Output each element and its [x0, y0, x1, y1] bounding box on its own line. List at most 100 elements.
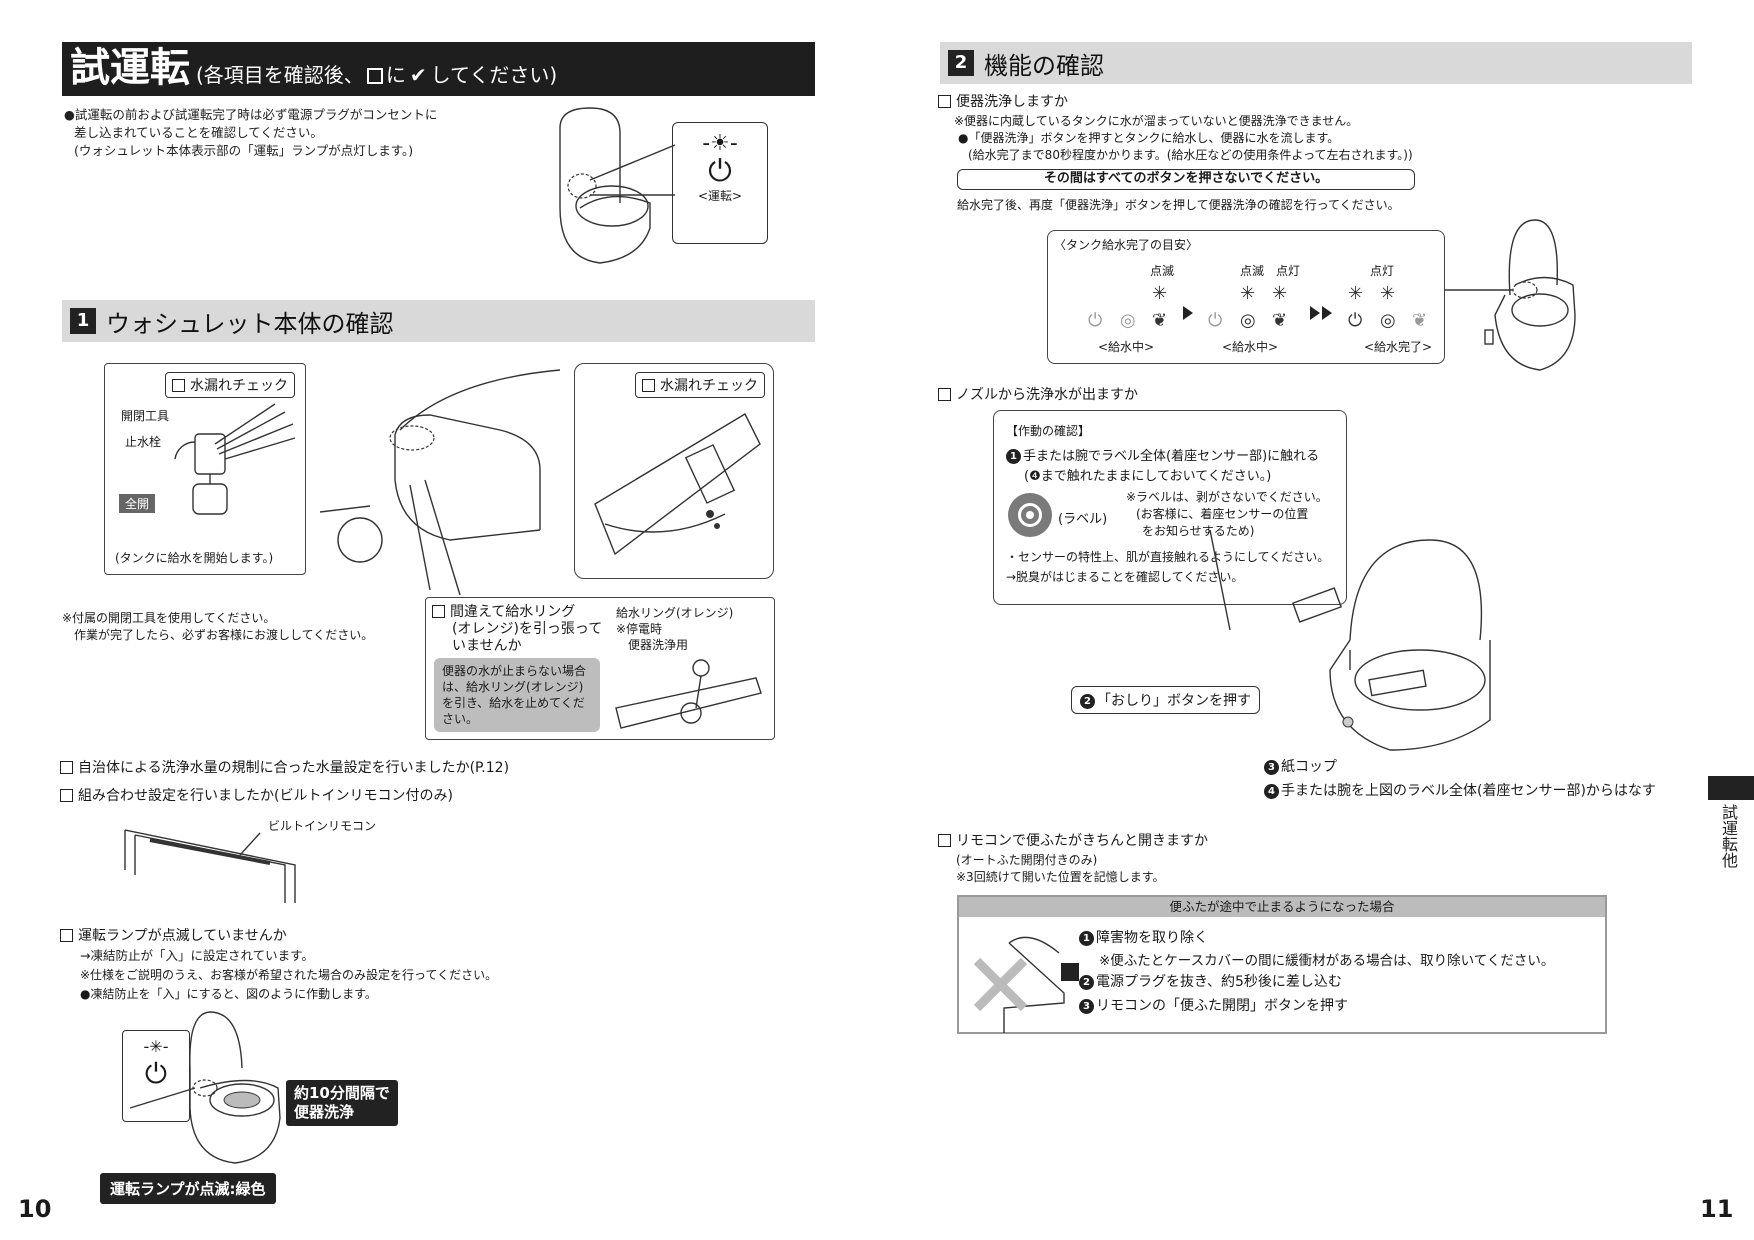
builtin-remote-drawing	[124, 829, 296, 903]
checkbox[interactable]	[938, 834, 951, 847]
lid-step-1-text: 障害物を取り除く	[1096, 930, 1208, 946]
svg-text:✳: ✳	[1272, 283, 1287, 304]
lid-step-3-num: 3	[1079, 999, 1094, 1014]
step-3-text: 紙コップ	[1281, 759, 1337, 775]
flush-check: 便器洗浄しますか ※便器に内蔵しているタンクに水が溜まっていないと便器洗浄できま…	[938, 91, 1478, 164]
full-open-badge: 全開	[119, 494, 156, 513]
blink-icon: -☀-	[702, 131, 738, 156]
ring-question: 間違えて給水リング (オレンジ)を引っ張って いませんか	[432, 604, 602, 655]
valve-drawing	[174, 403, 296, 515]
intro-line-1: ●試運転の前および試運転完了時は必ず電源プラグがコンセントに	[64, 107, 438, 122]
tool-label: 開閉工具	[121, 409, 170, 423]
lamp-line-2: ※仕様をご説明のうえ、お客様が希望された場合のみ設定を行ってください。	[80, 968, 498, 982]
section-1-title: ウォシュレット本体の確認	[106, 309, 394, 338]
label-blink-1: 点滅	[1150, 264, 1175, 278]
tank-start-text: (タンクに給水を開始します。)	[115, 551, 274, 565]
check-combination-text: 組み合わせ設定を行いましたか(ビルトインリモコン付のみ)	[78, 788, 453, 804]
ring-labels: 給水リング(オレンジ) ※停電時 便器洗浄用	[616, 605, 733, 653]
section-1-note-1: ※付属の開閉工具を使用してください。	[62, 611, 276, 625]
page-number-right: 11	[1700, 1195, 1734, 1223]
valve-label: 止水栓	[125, 435, 162, 449]
ring-box: 間違えて給水リング (オレンジ)を引っ張って いませんか 便器の水が止まらない場…	[425, 597, 775, 740]
svg-text:◎: ◎	[1240, 310, 1256, 331]
intro-text: ●試運転の前および試運転完了時は必ず電源プラグがコンセントに 差し込まれているこ…	[64, 106, 534, 160]
step-1-num: 1	[1006, 449, 1021, 464]
tank-box-title: 〈タンク給水完了の目安〉	[1054, 238, 1199, 252]
intro-line-3: (ウォシュレット本体表示部の「運転」ランプが点灯します。)	[74, 143, 414, 158]
nozzle-check: ノズルから洗浄水が出ますか	[938, 384, 1138, 404]
toilet-side-illustration	[319, 369, 561, 596]
leak-check-label-2: 水漏れチェック	[635, 372, 765, 398]
svg-text:✳: ✳	[1240, 283, 1255, 304]
subtitle-mid: に	[385, 63, 406, 87]
lid-note-2: ※3回続けて開いた位置を記憶します。	[956, 870, 1165, 884]
step-3-num: 3	[1264, 760, 1279, 775]
toilet-illustration	[559, 107, 651, 264]
checkbox[interactable]	[60, 789, 73, 802]
checkbox[interactable]	[938, 95, 951, 108]
check-water-volume: 自治体による洗浄水量の規制に合った水量設定を行いましたか(P.12)	[60, 757, 509, 777]
step-2-num: 2	[1080, 694, 1095, 709]
status-filling-2: <給水中>	[1222, 340, 1279, 354]
section-1-notes: ※付属の開閉工具を使用してください。 作業が完了したら、必ずお客様にお渡ししてく…	[62, 610, 412, 644]
checkbox[interactable]	[60, 761, 73, 774]
page-number-left: 10	[18, 1195, 52, 1223]
pipe-detail-box: 水漏れチェック	[574, 363, 774, 579]
svg-text:❦: ❦	[1272, 310, 1287, 331]
label-on-2: 点灯	[1276, 264, 1301, 278]
section-2-number: 2	[948, 50, 974, 76]
lid-stuck-illustration	[973, 936, 1079, 1033]
svg-text:❦: ❦	[1152, 310, 1167, 331]
tank-toilet-illustration	[1445, 219, 1576, 371]
subtitle-pre: (各項目を確認後、	[196, 63, 364, 87]
check-water-volume-text: 自治体による洗浄水量の規制に合った水量設定を行いましたか(P.12)	[78, 760, 510, 776]
checkbox-icon	[366, 68, 383, 84]
checkmark-icon: ✔	[409, 63, 427, 87]
ring-q2: (オレンジ)を引っ張って	[452, 621, 603, 637]
status-filling-1: <給水中>	[1098, 340, 1155, 354]
callout-lines	[589, 144, 676, 196]
step-4-ref: ❹	[1029, 469, 1041, 484]
sensor-note: ・センサーの特性上、肌が直接触れるようにしてください。	[1006, 550, 1330, 564]
checkbox[interactable]	[432, 605, 445, 618]
section-1-header: 1 ウォシュレット本体の確認	[62, 300, 815, 342]
nozzle-question: ノズルから洗浄水が出ますか	[956, 387, 1138, 403]
flush-note-3: (給水完了まで80秒程度かかります。(給水圧などの使用条件よって左右されます。)…	[968, 148, 1413, 162]
operation-step-1b: (❹まで触れたままにしておいてください。)	[1024, 469, 1272, 484]
ring-label-3: 便器洗浄用	[628, 638, 689, 652]
power-icon: ⏻	[144, 1057, 168, 1090]
svg-text:✳: ✳	[1152, 283, 1167, 304]
lamp-question: 運転ランプが点滅していませんか	[78, 928, 287, 944]
step-1-text: 手または腕でラベル全体(着座センサー部)に触れる	[1023, 449, 1320, 464]
label-on-3: 点灯	[1370, 264, 1395, 278]
flush-note-4: 給水完了後、再度「便器洗浄」ボタンを押して便器洗浄の確認を行ってください。	[957, 198, 1400, 212]
tank-status-icons: ⏻ ◎ ❦ ✳ ⏻ ◎ ❦ ✳ ✳ ⏻ ◎ ❦ ✳ ✳	[1088, 283, 1427, 331]
ring-q1: 間違えて給水リング	[450, 604, 576, 620]
page-subtitle: (各項目を確認後、に✔してください)	[196, 59, 557, 88]
sensor-label-icon	[1008, 493, 1052, 537]
checkbox[interactable]	[172, 379, 185, 392]
svg-text:◎: ◎	[1120, 310, 1136, 331]
freeze-flush-tag: 約10分間隔で 便器洗浄	[286, 1080, 398, 1126]
section-2-header: 2 機能の確認	[940, 42, 1692, 84]
checkbox[interactable]	[938, 388, 951, 401]
tank-status-box: 〈タンク給水完了の目安〉 点滅 点滅 点灯 点灯 ⏻ ◎ ❦ ✳ ⏻ ◎ ❦ ✳…	[1047, 230, 1445, 364]
flush-warning: その間はすべてのボタンを押さないでください。	[957, 169, 1415, 190]
checkbox[interactable]	[642, 379, 655, 392]
lid-step-1-note: ※便ふたとケースカバーの間に緩衝材がある場合は、取り除いてください。	[1099, 953, 1555, 969]
deodorize-note: →脱臭がはじまることを確認してください。	[1006, 570, 1244, 584]
flush-question: 便器洗浄しますか	[956, 94, 1068, 110]
svg-text:✳: ✳	[1348, 283, 1363, 304]
flush-note-2: ●「便器洗浄」ボタンを押すとタンクに給水し、便器に水を流します。	[958, 131, 1340, 145]
lid-step-2-num: 2	[1079, 975, 1094, 990]
checkbox[interactable]	[60, 929, 73, 942]
svg-text:⏻: ⏻	[1088, 310, 1102, 331]
section-1-note-2: 作業が完了したら、必ずお客様にお渡ししてください。	[74, 628, 374, 642]
left-header-bar: 試運転 (各項目を確認後、に✔してください)	[62, 42, 815, 96]
leak-check-text: 水漏れチェック	[660, 378, 758, 394]
